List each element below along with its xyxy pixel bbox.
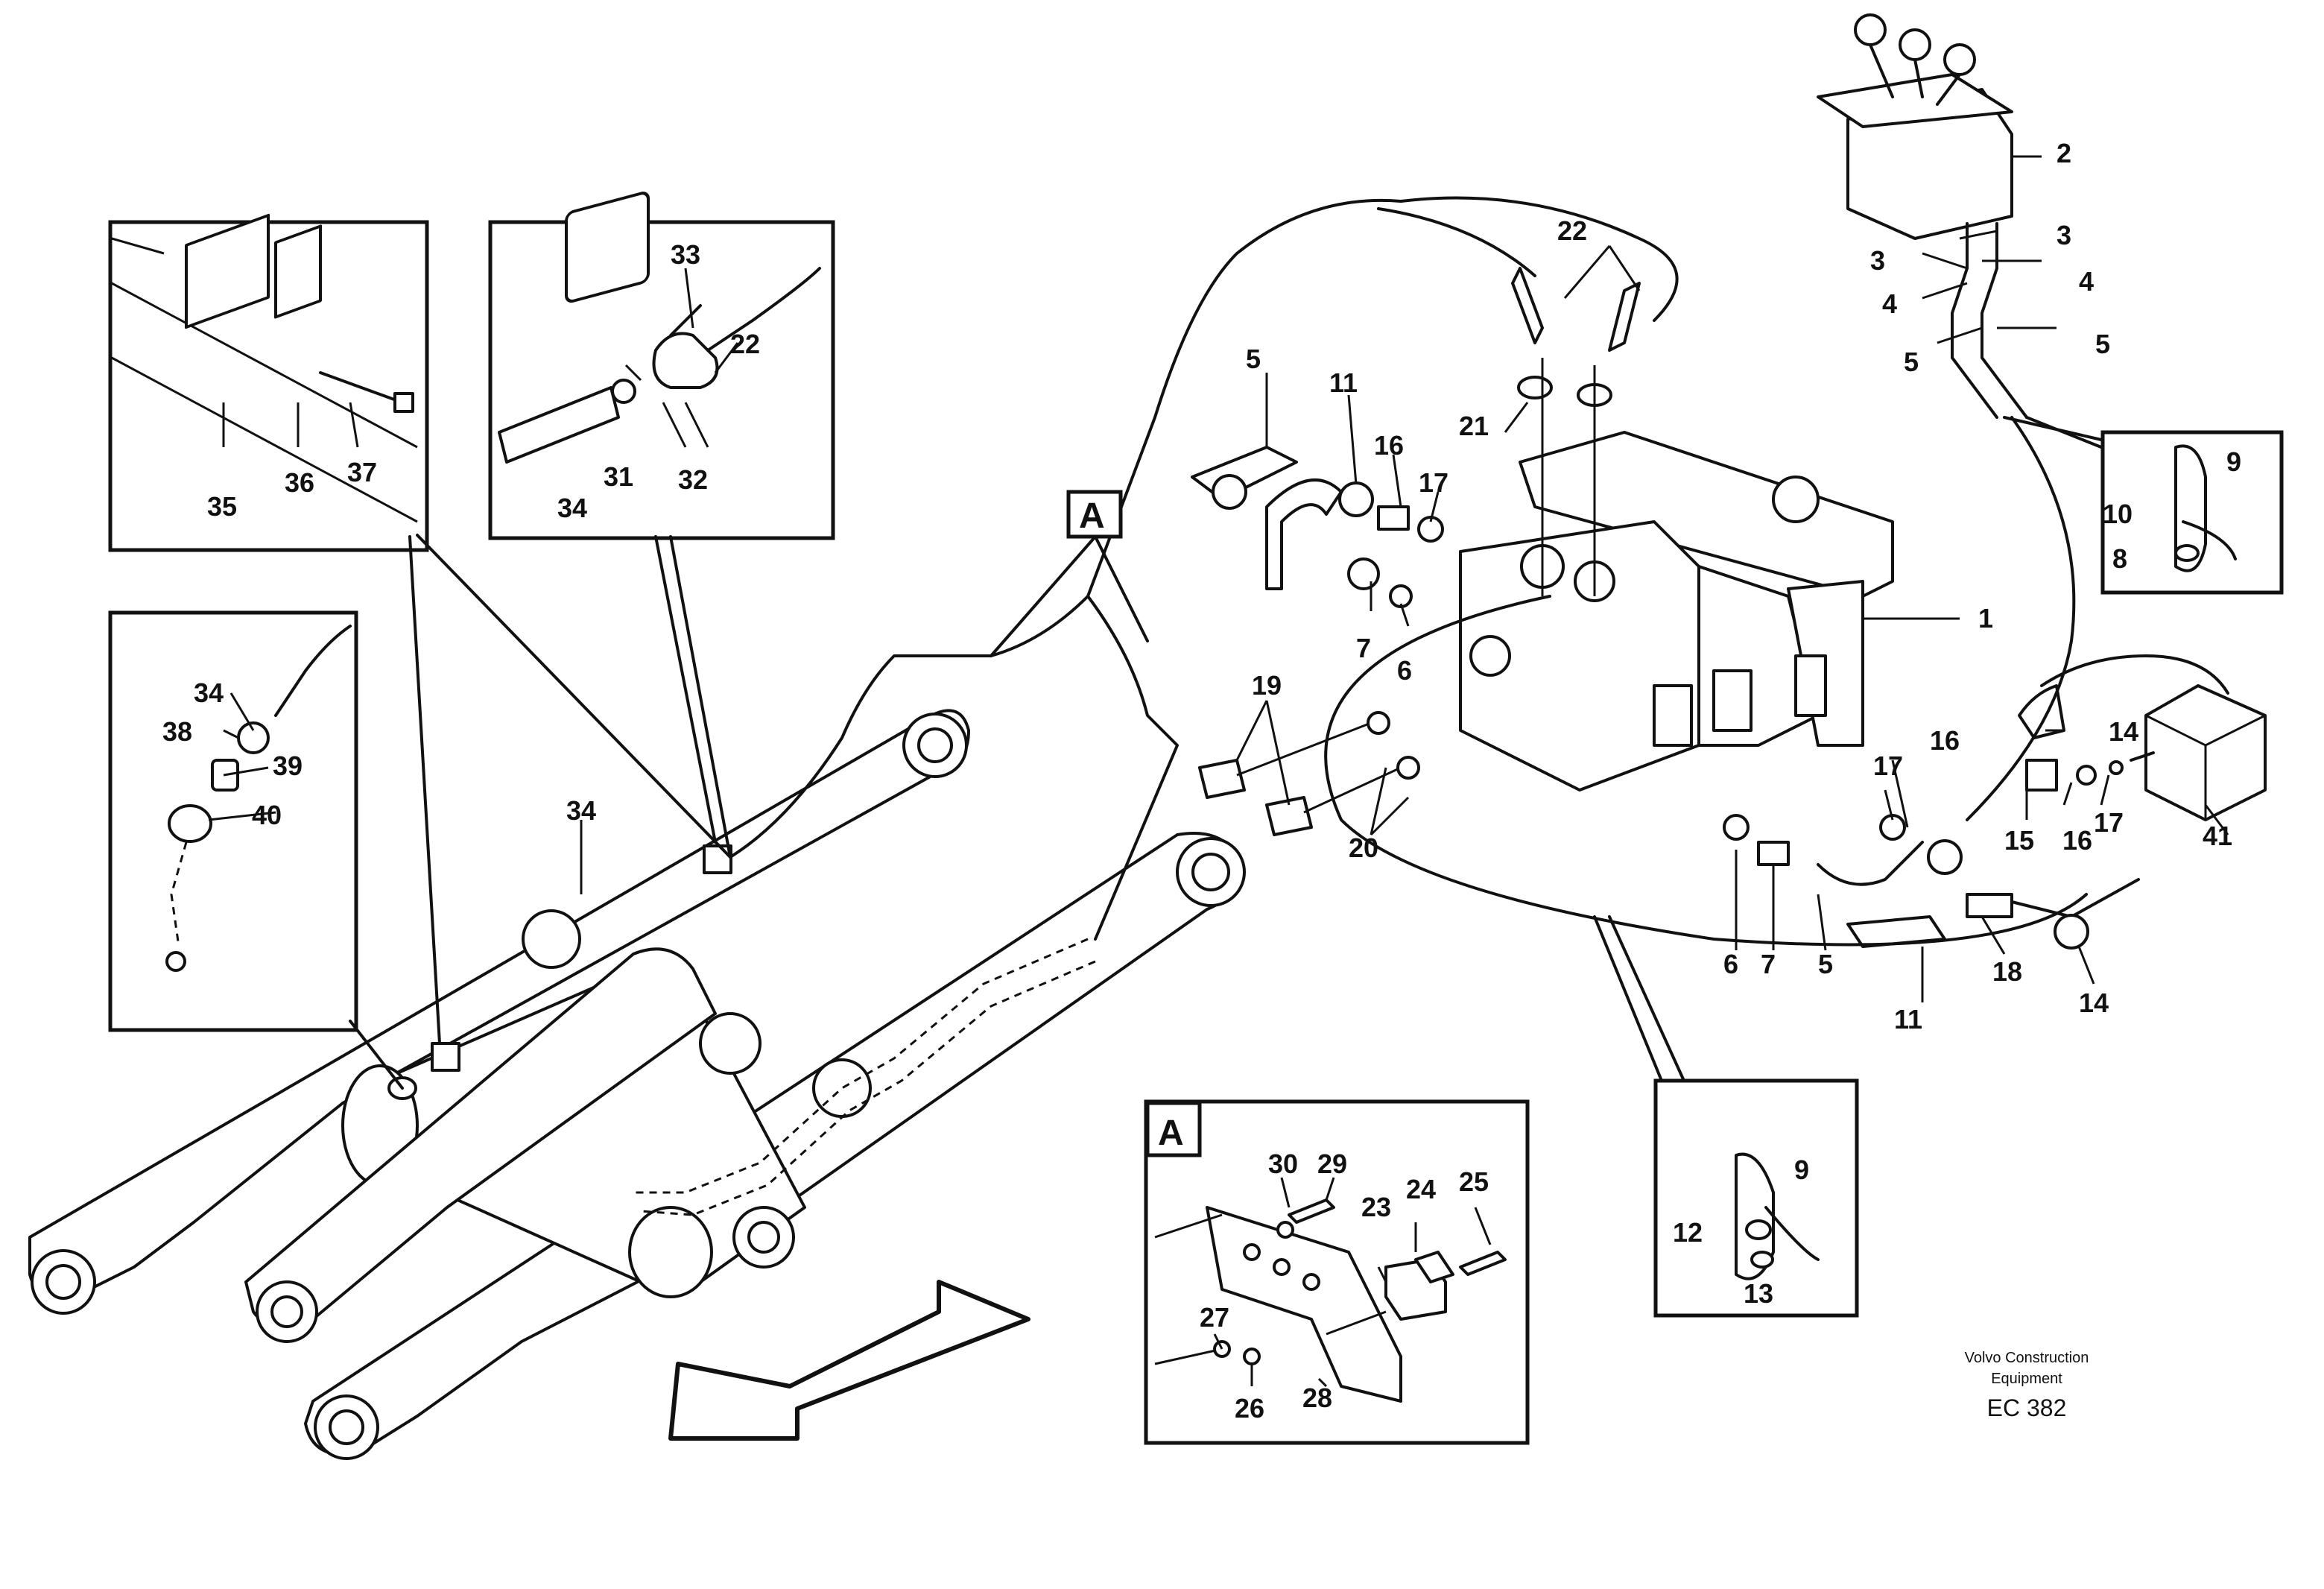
callout-33: 33 [671,239,700,270]
callout-14: 14 [2079,988,2109,1018]
callout-23: 23 [1361,1192,1391,1222]
callout-31: 31 [604,461,633,492]
callout-34: 34 [557,493,587,523]
callout-40: 40 [252,800,282,830]
figure-code: EC 382 [1987,1394,2067,1421]
callout-12: 12 [1673,1217,1703,1248]
pilot-control-unit [1817,13,2028,419]
callout-13: 13 [1744,1278,1773,1309]
callout-22: 22 [1557,215,1587,246]
callout-17: 17 [1873,751,1903,781]
inset-plug-assembly [108,610,404,1090]
callout-28: 28 [1302,1383,1332,1413]
callout-17: 17 [1419,467,1448,498]
callout-1: 1 [1978,603,1993,634]
callout-5: 5 [1818,949,1833,979]
callout-16: 16 [2062,825,2092,856]
leader-lines [208,155,2229,1388]
detail-a-marker [990,490,1149,657]
callout-30: 30 [1268,1149,1298,1179]
manufacturer-line2: Equipment [1991,1371,2062,1387]
callout-16: 16 [1930,725,1960,756]
callout-22: 22 [730,329,760,359]
callout-7: 7 [1356,633,1371,663]
callout-9: 9 [1794,1154,1809,1185]
callout-8: 8 [2112,543,2127,574]
callout-5: 5 [1246,344,1261,374]
callout-3: 3 [2057,220,2071,250]
manufacturer-line1: Volvo Construction [1965,1350,2089,1366]
callout-4: 4 [2079,266,2094,297]
callout-24: 24 [1406,1174,1436,1204]
callout-5: 5 [1904,347,1919,377]
callout-4: 4 [1882,288,1897,319]
callout-39: 39 [273,751,303,781]
callout-34: 34 [566,795,596,826]
callout-21: 21 [1459,411,1489,441]
callout-29: 29 [1317,1149,1347,1179]
callout-5: 5 [2095,329,2110,359]
loader-arm-assembly [28,198,1402,1460]
callout-9: 9 [2226,446,2241,477]
callout-15: 15 [2004,825,2034,856]
inset-clip-8-10 [2003,416,2284,595]
callout-11: 11 [1329,367,1358,398]
callout-34: 34 [194,677,224,708]
sensor-unit [2144,684,2267,821]
detail-a-label: A [1079,496,1105,536]
callout-7: 7 [1761,949,1776,979]
callout-19: 19 [1252,670,1282,701]
callout-3: 3 [1870,245,1885,276]
inset-fitting-assembly [488,192,835,859]
callout-36: 36 [285,467,314,498]
callout-14: 14 [2109,716,2138,747]
callout-37: 37 [347,457,377,487]
callout-20: 20 [1349,833,1378,863]
detail-a-bracket [1144,1099,1530,1445]
callout-38: 38 [162,716,192,747]
detail-a-inset-label: A [1158,1113,1184,1153]
callout-6: 6 [1397,655,1412,686]
callout-16: 16 [1374,430,1404,461]
callout-41: 41 [2203,821,2232,851]
callout-26: 26 [1235,1393,1264,1424]
callout-11: 11 [1894,1004,1922,1034]
callout-27: 27 [1200,1302,1229,1333]
callout-35: 35 [207,491,237,522]
inset-clip-12-13 [1593,915,1859,1318]
callout-18: 18 [1992,956,2022,987]
control-valve [1459,431,1894,792]
callout-labels: 1 2 3 3 4 4 5 5 5 5 6 6 7 7 8 9 9 10 11 … [162,138,2241,1424]
inset-clamp-assembly [108,213,732,1045]
callout-25: 25 [1459,1166,1489,1197]
callout-2: 2 [2057,138,2071,168]
hose-routing [1191,196,2229,950]
callout-6: 6 [1723,949,1738,979]
callout-17: 17 [2094,807,2124,838]
callout-10: 10 [2103,499,2133,529]
callout-32: 32 [678,464,708,495]
